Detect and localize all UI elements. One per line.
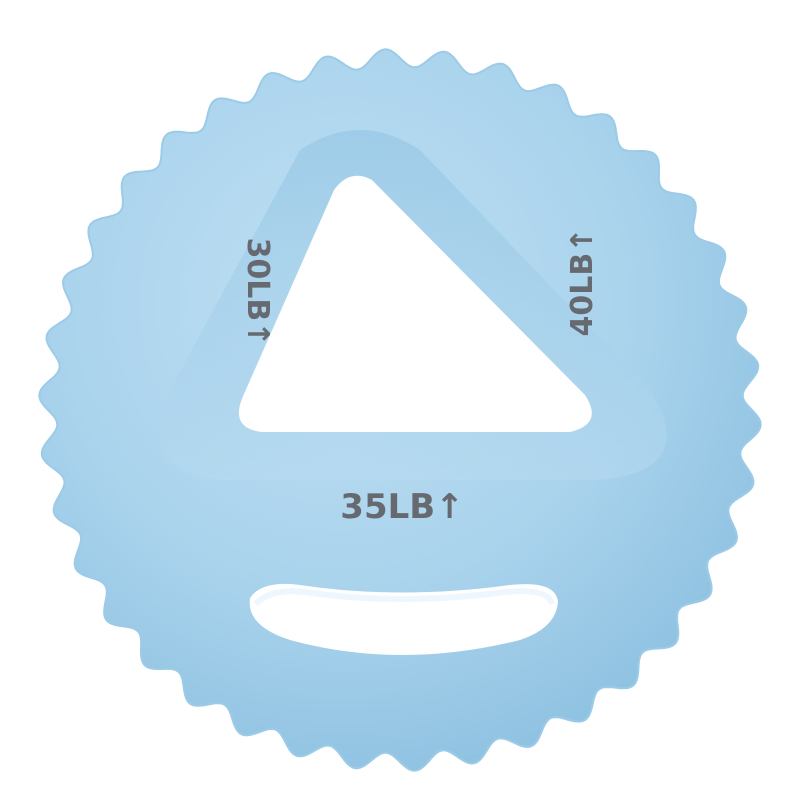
label-40lb: 40LB↑: [565, 228, 600, 337]
label-30lb: 30LB↑: [240, 238, 275, 347]
label-35lb: 35LB↑: [340, 487, 463, 527]
